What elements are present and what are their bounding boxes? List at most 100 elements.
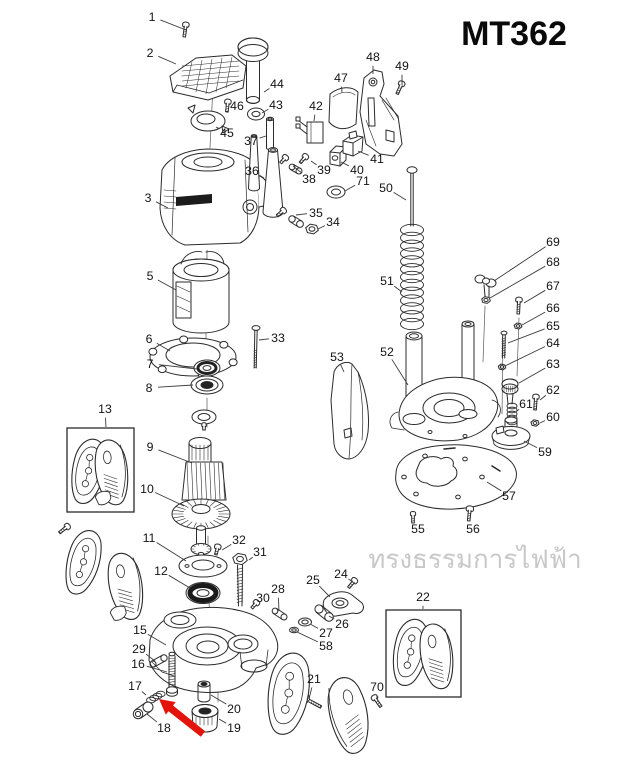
part-44-illustration bbox=[237, 37, 269, 104]
part-number-label-48: 48 bbox=[366, 50, 380, 64]
part-number-label-1: 1 bbox=[149, 10, 156, 24]
leader-line-9 bbox=[158, 449, 193, 464]
part-62-illustration bbox=[532, 393, 540, 411]
screw-illustration bbox=[279, 153, 290, 165]
part-number-label-12: 12 bbox=[154, 564, 168, 578]
part-number-label-11: 11 bbox=[143, 531, 156, 545]
screw-illustration bbox=[224, 98, 232, 113]
leader-line-16 bbox=[146, 665, 168, 673]
part-51-illustration bbox=[400, 223, 424, 331]
part-57-illustration bbox=[395, 444, 517, 510]
part-1-illustration bbox=[182, 21, 190, 38]
part-number-label-38: 38 bbox=[302, 172, 316, 186]
part-number-label-51: 51 bbox=[380, 274, 394, 288]
part-66-illustration bbox=[513, 322, 523, 330]
leader-line-15 bbox=[147, 633, 167, 646]
part-number-label-36: 36 bbox=[245, 164, 259, 178]
part-number-label-24: 24 bbox=[334, 567, 348, 581]
part-number-label-60: 60 bbox=[546, 410, 560, 424]
leader-line-32 bbox=[221, 543, 232, 551]
part-53-illustration bbox=[330, 361, 369, 460]
part-36-illustration bbox=[262, 147, 284, 218]
leader-line-19 bbox=[218, 718, 227, 724]
leader-line-11 bbox=[156, 542, 187, 562]
part-11-illustration bbox=[178, 554, 228, 578]
leader-line-44 bbox=[263, 88, 270, 93]
part-56-illustration bbox=[465, 505, 475, 522]
leader-line-31 bbox=[248, 556, 254, 561]
leader-line-26 bbox=[328, 615, 335, 620]
leader-line-53 bbox=[340, 364, 345, 373]
leader-line-43 bbox=[261, 108, 269, 114]
leader-line-24 bbox=[348, 578, 355, 584]
leader-line-28 bbox=[277, 597, 280, 612]
part-number-label-17: 17 bbox=[128, 679, 142, 693]
part-27-illustration bbox=[298, 617, 312, 627]
leader-line-45 bbox=[215, 126, 220, 129]
part-number-label-57: 57 bbox=[502, 489, 516, 503]
part-number-label-41: 41 bbox=[370, 152, 384, 166]
part-number-label-68: 68 bbox=[546, 255, 560, 269]
leader-line-25 bbox=[318, 585, 331, 598]
leader-line-18 bbox=[146, 713, 158, 723]
part-68-illustration bbox=[481, 296, 491, 304]
leader-line-63 bbox=[518, 367, 546, 384]
leader-line-3 bbox=[155, 201, 169, 209]
part-71-illustration bbox=[326, 185, 346, 199]
handle-half-illustration bbox=[65, 530, 102, 595]
leader-line-62 bbox=[539, 394, 547, 401]
part-number-label-43: 43 bbox=[269, 98, 283, 112]
leader-line-21 bbox=[308, 687, 313, 700]
part-63-illustration bbox=[501, 378, 519, 405]
leader-line-42 bbox=[313, 114, 316, 122]
leader-line-51 bbox=[393, 285, 403, 293]
part-9-illustration bbox=[181, 409, 227, 501]
part-number-label-62: 62 bbox=[546, 383, 560, 397]
part-number-label-34: 34 bbox=[326, 215, 340, 229]
leader-line-10 bbox=[154, 492, 185, 507]
handle-half-illustration bbox=[94, 439, 129, 506]
part-8-illustration bbox=[190, 375, 224, 395]
handle-half-illustration bbox=[267, 652, 310, 735]
part-18-illustration bbox=[132, 701, 154, 720]
leader-line-67 bbox=[523, 289, 546, 304]
screw-illustration bbox=[465, 505, 475, 522]
part-33-illustration bbox=[251, 325, 261, 369]
part-55-illustration bbox=[409, 510, 417, 524]
part-number-label-35: 35 bbox=[309, 206, 323, 220]
part-16-illustration bbox=[166, 651, 178, 697]
part-number-label-25: 25 bbox=[306, 573, 320, 587]
part-number-label-28: 28 bbox=[271, 582, 285, 596]
handle-half-illustration bbox=[107, 552, 144, 621]
leader-line-59 bbox=[523, 440, 538, 449]
part-number-label-65: 65 bbox=[546, 319, 560, 333]
red-pointer-arrow bbox=[159, 699, 206, 737]
screw-illustration bbox=[395, 80, 406, 95]
model-title: MT362 bbox=[461, 15, 567, 53]
leader-line-69 bbox=[493, 246, 546, 282]
pointer-arrow-layer bbox=[159, 699, 206, 737]
part-5-illustration bbox=[172, 251, 230, 334]
part-26-illustration bbox=[314, 604, 334, 622]
part-number-label-59: 59 bbox=[538, 445, 552, 459]
part-number-label-6: 6 bbox=[146, 332, 153, 346]
part-number-label-70: 70 bbox=[370, 680, 384, 694]
leader-line-33 bbox=[258, 338, 270, 341]
part-number-label-27: 27 bbox=[319, 626, 333, 640]
part-35-illustration bbox=[275, 206, 304, 228]
part-6-illustration bbox=[148, 335, 238, 379]
leader-line-60 bbox=[539, 420, 546, 424]
part-number-label-3: 3 bbox=[145, 191, 152, 205]
part-10-illustration bbox=[171, 498, 231, 569]
part-60-illustration bbox=[530, 419, 540, 427]
screw-illustration bbox=[409, 510, 417, 524]
part-number-label-71: 71 bbox=[356, 174, 370, 188]
part-number-label-67: 67 bbox=[546, 279, 560, 293]
handle-screw-a bbox=[58, 522, 71, 535]
diagram-artwork bbox=[58, 21, 540, 754]
leader-line-58 bbox=[296, 631, 319, 643]
part-25-illustration bbox=[322, 591, 364, 617]
part-48-illustration bbox=[359, 69, 403, 157]
